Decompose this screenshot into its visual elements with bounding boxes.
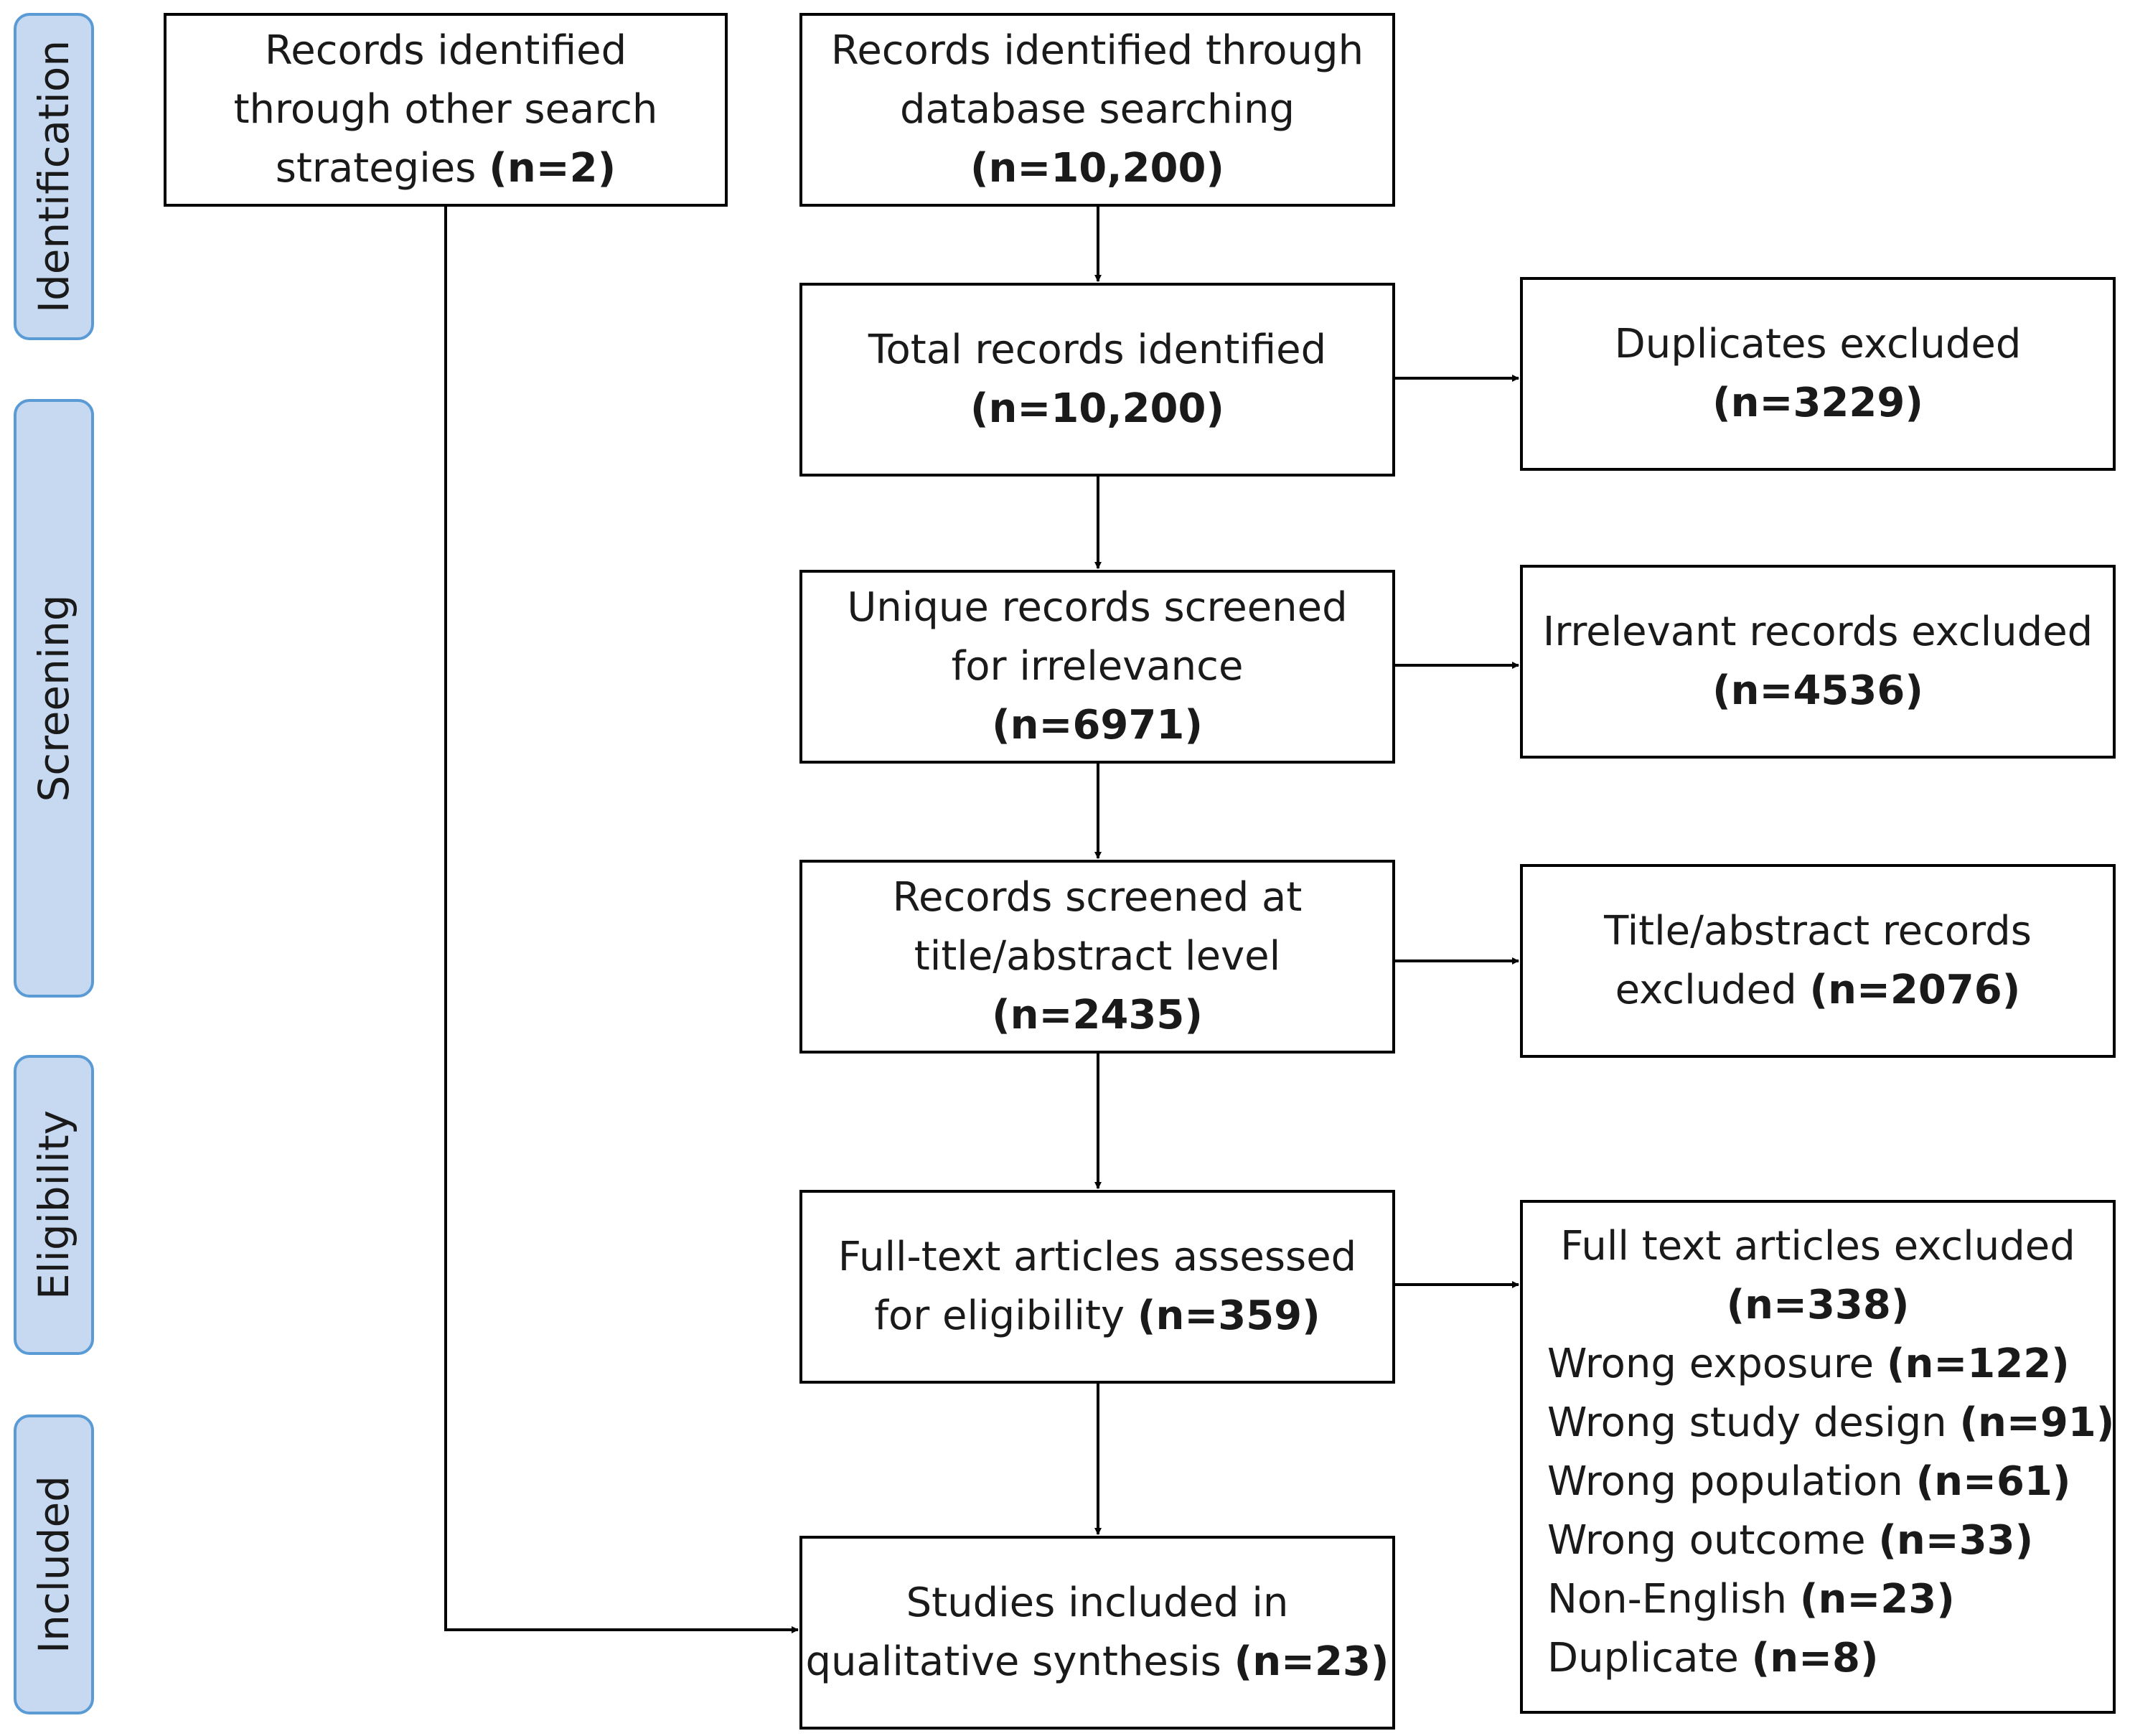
stage-eligibility: Eligibility (14, 1055, 94, 1355)
record-count: (n=338) (1726, 1282, 1910, 1328)
record-count: (n=3229) (1712, 380, 1923, 426)
reason-label: Non-English (1547, 1576, 1788, 1623)
record-count: (n=6971) (992, 702, 1203, 749)
record-count: (n=359) (1137, 1292, 1320, 1339)
box-text: Duplicates excluded (1614, 321, 2022, 367)
record-count: (n=10,200) (970, 145, 1225, 192)
box-text: excluded (1615, 967, 1797, 1013)
box-text: title/abstract level (914, 933, 1281, 980)
reason-label: Wrong study design (1547, 1399, 1947, 1446)
reason-count: (n=33) (1878, 1517, 2034, 1564)
reason-count: (n=23) (1799, 1576, 1955, 1623)
box-duplicates-excluded: Duplicates excluded (n=3229) (1520, 277, 2116, 471)
box-title-abstract-screened: Records screened at title/abstract level… (799, 860, 1395, 1054)
box-text: Records screened at (892, 874, 1303, 921)
box-other-sources: Records identified through other search … (164, 13, 728, 207)
box-text-with-count: qualitative synthesis (n=23) (806, 1633, 1389, 1692)
stage-label: Eligibility (29, 1109, 78, 1300)
box-text: Title/abstract records (1604, 908, 2032, 954)
box-text-with-count: excluded (n=2076) (1615, 961, 2021, 1020)
box-text: Full-text articles assessed (838, 1234, 1357, 1280)
reason-label: Duplicate (1547, 1635, 1739, 1681)
reason-count: (n=122) (1886, 1341, 2070, 1387)
stage-label: Screening (29, 594, 78, 802)
record-count: (n=23) (1234, 1638, 1389, 1685)
box-unique-records: Unique records screened for irrelevance … (799, 570, 1395, 764)
exclusion-reasons-list: Wrong exposure (n=122) Wrong study desig… (1523, 1335, 2115, 1688)
box-text: database searching (899, 86, 1295, 133)
exclusion-reason: Wrong population (n=61) (1547, 1453, 2113, 1511)
box-database-search: Records identified through database sear… (799, 13, 1395, 207)
stage-identification: Identification (14, 13, 94, 340)
box-text: Records identified (264, 27, 627, 74)
record-count: (n=10,200) (970, 385, 1225, 432)
exclusion-reason: Non-English (n=23) (1547, 1570, 2113, 1629)
box-text: for irrelevance (951, 643, 1244, 690)
box-text: Full text articles excluded (1560, 1223, 2075, 1270)
stage-screening: Screening (14, 399, 94, 998)
box-irrelevant-excluded: Irrelevant records excluded (n=4536) (1520, 565, 2116, 759)
reason-count: (n=91) (1959, 1399, 2115, 1446)
stage-label: Included (29, 1475, 78, 1653)
reason-label: Wrong outcome (1547, 1517, 1866, 1564)
box-text: qualitative synthesis (805, 1638, 1221, 1685)
exclusion-reason: Wrong study design (n=91) (1547, 1394, 2115, 1453)
reason-label: Wrong population (1547, 1458, 1903, 1505)
box-text: Records identified through (830, 27, 1364, 74)
exclusion-reason: Wrong exposure (n=122) (1547, 1335, 2113, 1394)
arrow-other-sources-to-included (444, 205, 799, 1633)
reason-label: Wrong exposure (1547, 1341, 1875, 1387)
box-text: through other search (233, 86, 658, 133)
box-full-text-assessed: Full-text articles assessed for eligibil… (799, 1190, 1395, 1384)
box-studies-included: Studies included in qualitative synthesi… (799, 1536, 1395, 1730)
record-count: (n=2435) (992, 992, 1203, 1038)
reason-count: (n=61) (1915, 1458, 2071, 1505)
box-text-with-count: for eligibility (n=359) (874, 1287, 1320, 1346)
box-title-abstract-excluded: Title/abstract records excluded (n=2076) (1520, 864, 2116, 1058)
record-count: (n=2) (489, 145, 616, 192)
reason-count: (n=8) (1751, 1635, 1879, 1681)
box-text: for eligibility (874, 1292, 1125, 1339)
box-text-with-count: strategies (n=2) (276, 139, 616, 198)
exclusion-reason: Duplicate (n=8) (1547, 1629, 2113, 1688)
box-text: Irrelevant records excluded (1542, 609, 2093, 655)
box-text: Studies included in (906, 1580, 1289, 1626)
box-full-text-excluded: Full text articles excluded (n=338) Wron… (1520, 1200, 2116, 1714)
box-text: Total records identified (868, 327, 1327, 373)
record-count: (n=2076) (1809, 967, 2021, 1013)
box-text: strategies (275, 145, 477, 192)
box-text: Unique records screened (847, 584, 1348, 631)
box-total-records: Total records identified (n=10,200) (799, 283, 1395, 477)
stage-included: Included (14, 1414, 94, 1714)
exclusion-reason: Wrong outcome (n=33) (1547, 1511, 2113, 1570)
record-count: (n=4536) (1712, 667, 1923, 714)
stage-label: Identification (29, 39, 78, 314)
